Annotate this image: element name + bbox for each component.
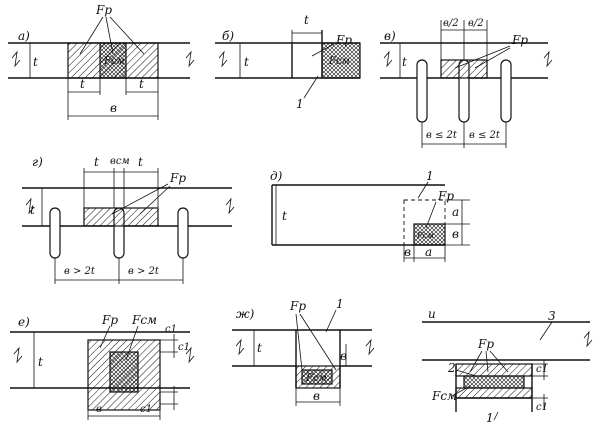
panel-i-fp: Fp — [477, 337, 494, 351]
panel-e: е) t c1 c1 Fp Fсм в c1 — [10, 313, 195, 420]
panel-zh-mark: 1 — [336, 297, 344, 311]
panel-e-tag: е) — [18, 315, 30, 329]
crush-area-cross — [301, 369, 333, 385]
panel-e-t: t — [38, 355, 43, 369]
panel-g-span-right: в > 2t — [128, 266, 160, 277]
panel-a-b: в — [110, 101, 117, 115]
panel-i-mark2: 2 — [447, 361, 456, 375]
panel-e-c1-top: c1 — [165, 324, 177, 335]
panel-d: д) t Fсм 1 Fp a в в a — [270, 169, 470, 262]
panel-e-fp: Fp — [101, 313, 118, 327]
panel-a-t-right: t — [139, 77, 144, 91]
panel-v-half-left: в/2 — [443, 18, 459, 29]
panel-e-b: в — [96, 404, 102, 415]
bearing-area-hatch — [83, 207, 159, 227]
panel-d-a-bottom: a — [425, 245, 432, 259]
panel-v-span-left: в ≤ 2t — [426, 130, 458, 141]
panel-i-mark1: 1 — [486, 411, 494, 425]
panel-b-fp: Fp — [335, 33, 352, 47]
panel-i-c1-bottom: c1 — [536, 402, 548, 413]
panel-d-mark: 1 — [426, 169, 434, 183]
crush-area-cross — [99, 42, 127, 79]
rod-left — [49, 207, 61, 259]
panel-d-tag: д) — [270, 169, 283, 183]
panel-v: в) t в/2 в/2 Fp в ≤ 2t в ≤ 2t — [380, 18, 553, 148]
panel-d-fcm: Fсм — [416, 231, 434, 240]
crush-layer-cross — [463, 375, 525, 389]
panel-g-bcm: всм — [110, 156, 130, 167]
panel-g-t-right: t — [138, 155, 143, 169]
panel-d-b-right: в — [452, 227, 459, 241]
panel-g: г) t t всм t Fp в > 2t в > 2t — [22, 155, 235, 284]
bearing-layer-hatch — [455, 363, 533, 377]
panel-b-t: t — [244, 55, 249, 69]
rod-right — [177, 207, 189, 259]
panel-zh-tag: ж) — [236, 307, 255, 321]
panel-b-mark: 1 — [296, 97, 304, 111]
panel-g-fp: Fp — [169, 171, 186, 185]
panel-a-t: t — [33, 55, 38, 69]
bearing-area-hatch — [440, 59, 488, 79]
panel-a-tag: а) — [18, 29, 30, 43]
panel-g-t: t — [30, 203, 35, 217]
rod-right — [500, 59, 512, 123]
panel-zh-b-side: в — [340, 349, 347, 363]
panel-a-t-left: t — [80, 77, 85, 91]
panel-v-t: t — [402, 55, 407, 69]
panel-zh-fcm: Fсм — [305, 373, 327, 384]
rod-left — [416, 59, 428, 123]
panel-e-c1-bottom: c1 — [140, 404, 152, 415]
panel-a-fcm: Fсм — [103, 56, 125, 67]
panel-g-tag: г) — [32, 155, 43, 169]
crush-area-cross — [109, 351, 139, 393]
panel-g-span-left: в > 2t — [64, 266, 96, 277]
panel-b-tag: б) — [222, 29, 234, 43]
panel-v-tag: в) — [384, 29, 396, 43]
panel-e-fcm: Fсм — [131, 313, 157, 327]
panel-v-half-right: в/2 — [468, 18, 484, 29]
panel-zh-fp: Fp — [289, 299, 306, 313]
panel-b-fcm: Fсм — [328, 56, 350, 67]
panel-e-c1-mid: c1 — [178, 342, 190, 353]
panel-zh-t: t — [257, 341, 262, 355]
panel-g-t-left: t — [94, 155, 99, 169]
crush-area-cross — [413, 223, 446, 246]
panel-v-fp: Fp — [511, 33, 528, 47]
panel-i: и 3 Fp 2 Fсм c1 c1 1 — [422, 307, 593, 425]
panel-a-fp: Fp — [95, 3, 112, 17]
panel-i-mark3: 3 — [548, 309, 556, 323]
panel-d-a-right: a — [452, 205, 459, 219]
panel-i-c1-top: c1 — [536, 364, 548, 375]
panel-v-span-right: в ≤ 2t — [469, 130, 501, 141]
panel-b: б) t t Fp Fсм 1 — [215, 13, 361, 111]
panel-zh: ж) t Fсм Fp 1 в в — [232, 297, 375, 406]
panel-zh-b-bottom: в — [313, 389, 320, 403]
panel-a: а) t Fсм Fp t t в — [8, 3, 195, 120]
panel-d-t: t — [282, 209, 287, 223]
panel-d-fp: Fp — [437, 189, 454, 203]
panel-d-b-bottom: в — [404, 245, 411, 259]
lower-layer-hatch — [455, 387, 533, 399]
panel-b-t-top: t — [304, 13, 309, 27]
panel-i-fcm: Fсм — [431, 389, 457, 403]
panel-i-tag: и — [428, 307, 436, 321]
